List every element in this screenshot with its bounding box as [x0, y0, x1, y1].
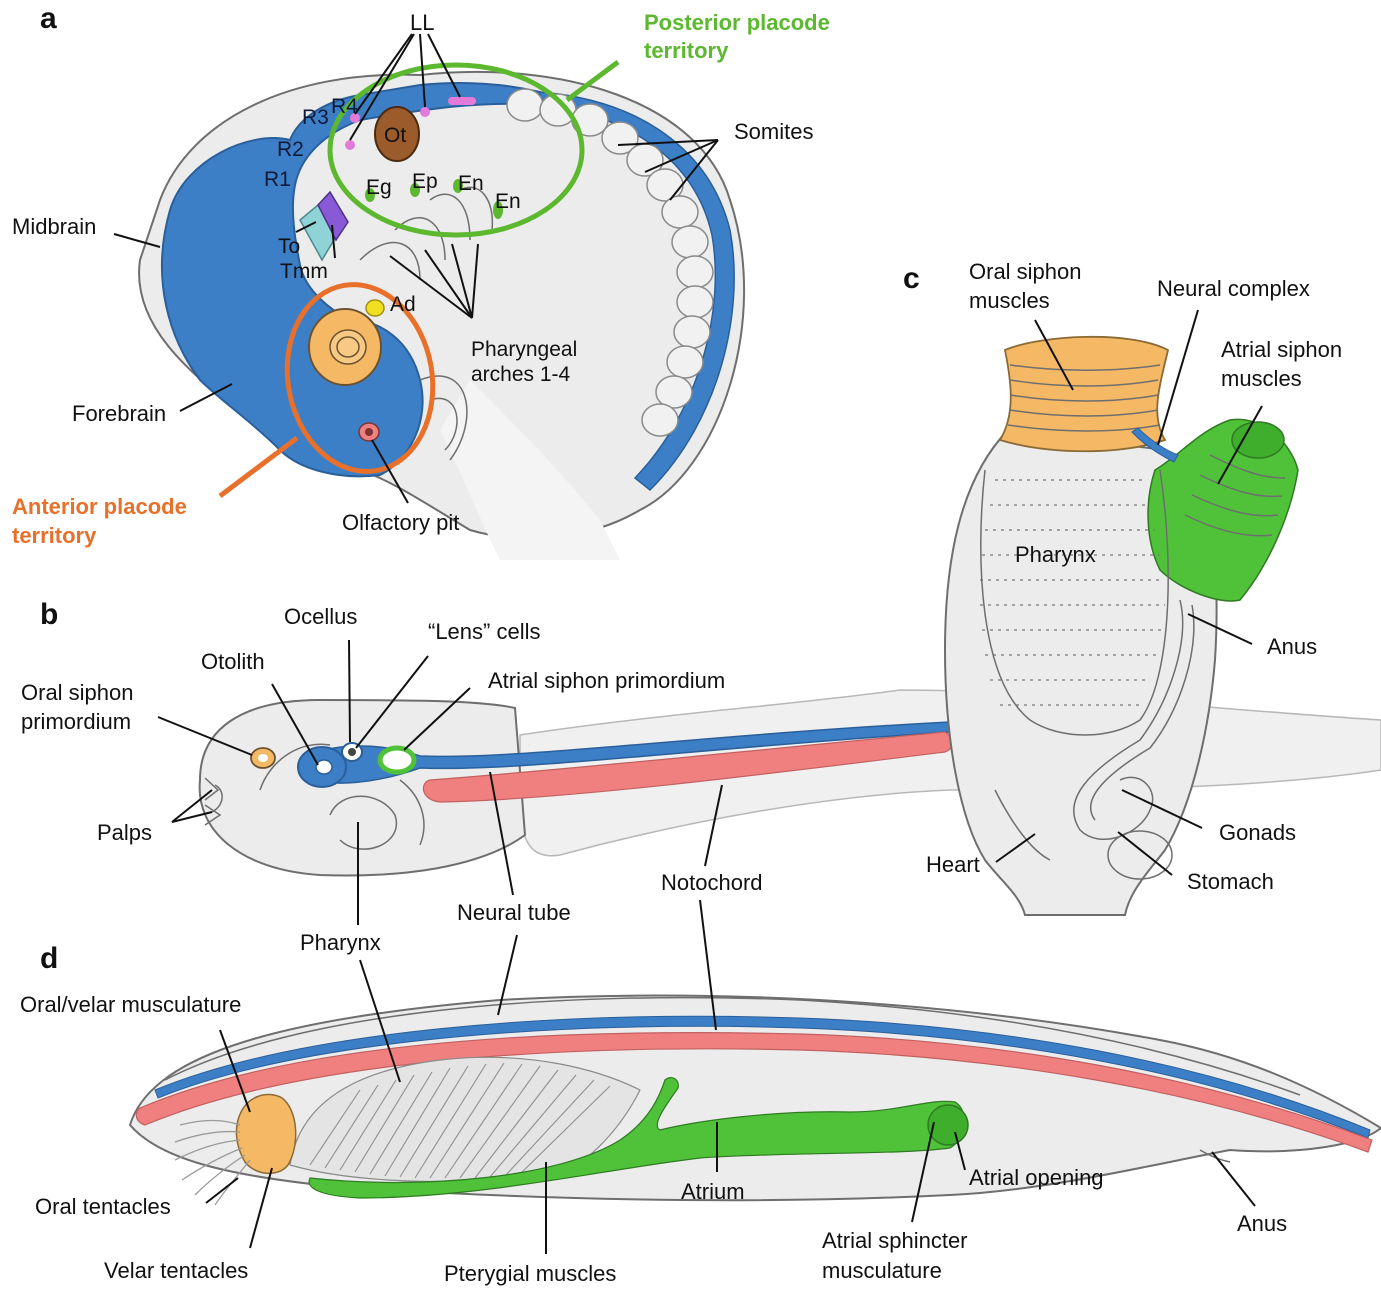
label-oral-siphon-2: primordium — [21, 709, 131, 734]
label-r4: R4 — [331, 95, 358, 118]
panel-d: d — [20, 900, 1381, 1286]
adenohypophysis — [366, 300, 384, 316]
oral-tentacles-leader — [206, 1178, 238, 1203]
label-to: To — [278, 235, 300, 258]
label-olfactory-pit: Olfactory pit — [342, 510, 459, 535]
label-tmm: Tmm — [280, 260, 328, 283]
label-ocellus: Ocellus — [284, 604, 357, 629]
label-somites: Somites — [734, 119, 813, 144]
label-palps: Palps — [97, 820, 152, 845]
otolith-core — [316, 760, 332, 774]
label-atrium: Atrium — [681, 1179, 745, 1204]
ocellus-leader — [349, 640, 350, 742]
label-posterior-2: territory — [644, 38, 729, 63]
label-atrial-sphincter-1: Atrial sphincter — [822, 1228, 968, 1253]
oral-velar-musculature — [236, 1094, 295, 1173]
olfactory-pit-core — [365, 428, 373, 436]
label-anterior-1: Anterior placode — [12, 494, 187, 519]
label-anterior-2: territory — [12, 523, 97, 548]
label-r1: R1 — [264, 168, 291, 191]
label-atrial-opening: Atrial opening — [969, 1165, 1104, 1190]
label-lens-cells: “Lens” cells — [428, 619, 540, 644]
label-posterior-1: Posterior placode — [644, 10, 830, 35]
label-gonads: Gonads — [1219, 820, 1296, 845]
panel-c: c — [903, 259, 1342, 915]
velar-tentacles-leader — [250, 1168, 272, 1248]
label-pterygial: Pterygial muscles — [444, 1261, 616, 1286]
label-stomach: Stomach — [1187, 869, 1274, 894]
label-ot: Ot — [384, 124, 406, 147]
label-en-2: En — [495, 190, 521, 213]
oral-siphon-primordium-core — [258, 754, 268, 762]
label-r3: R3 — [302, 106, 329, 129]
atrial-siphon-opening — [1232, 422, 1284, 458]
label-notochord: Notochord — [661, 870, 763, 895]
label-oral-velar: Oral/velar musculature — [20, 992, 241, 1017]
panel-b-letter: b — [40, 598, 58, 631]
label-ep: Ep — [412, 170, 438, 193]
label-oral-siphon-c-1: Oral siphon — [969, 259, 1082, 284]
label-atrial-siphon-c-1: Atrial siphon — [1221, 337, 1342, 362]
label-atrial-siphon-c-2: muscles — [1221, 366, 1302, 391]
neural-complex-leader — [1158, 310, 1198, 445]
label-atrial-sphincter-2: musculature — [822, 1258, 942, 1283]
panel-a-letter: a — [40, 2, 57, 35]
label-midbrain: Midbrain — [12, 214, 96, 239]
label-velar-tentacles: Velar tentacles — [104, 1258, 248, 1283]
panel-c-letter: c — [903, 262, 920, 295]
label-pharyngeal-2: arches 1-4 — [471, 363, 571, 386]
lens-cells — [348, 748, 356, 756]
label-anus-d: Anus — [1237, 1211, 1287, 1236]
label-oral-tentacles: Oral tentacles — [35, 1194, 171, 1219]
panel-a: a — [12, 2, 830, 560]
atrial-siphon-primordium — [380, 748, 414, 772]
anterior-territory-pointer — [220, 438, 297, 496]
label-pharyngeal-1: Pharyngeal — [471, 338, 577, 361]
label-otolith: Otolith — [201, 649, 265, 674]
lens-placode — [309, 309, 381, 385]
label-ad: Ad — [390, 293, 416, 316]
label-eg: Eg — [366, 176, 392, 199]
panel-d-letter: d — [40, 942, 58, 975]
label-pharynx-b: Pharynx — [300, 930, 381, 955]
anus-d-leader — [1212, 1152, 1255, 1206]
label-anus-c: Anus — [1267, 634, 1317, 659]
label-heart: Heart — [926, 852, 980, 877]
label-atrial-siphon-primordium: Atrial siphon primordium — [488, 668, 725, 693]
label-pharynx-c: Pharynx — [1015, 542, 1096, 567]
label-en-1: En — [458, 172, 484, 195]
label-neural-tube: Neural tube — [457, 900, 571, 925]
label-oral-siphon-1: Oral siphon — [21, 680, 134, 705]
label-neural-complex: Neural complex — [1157, 276, 1310, 301]
label-oral-siphon-c-2: muscles — [969, 288, 1050, 313]
label-forebrain: Forebrain — [72, 401, 166, 426]
label-ll: LL — [410, 10, 434, 35]
label-r2: R2 — [277, 138, 304, 161]
